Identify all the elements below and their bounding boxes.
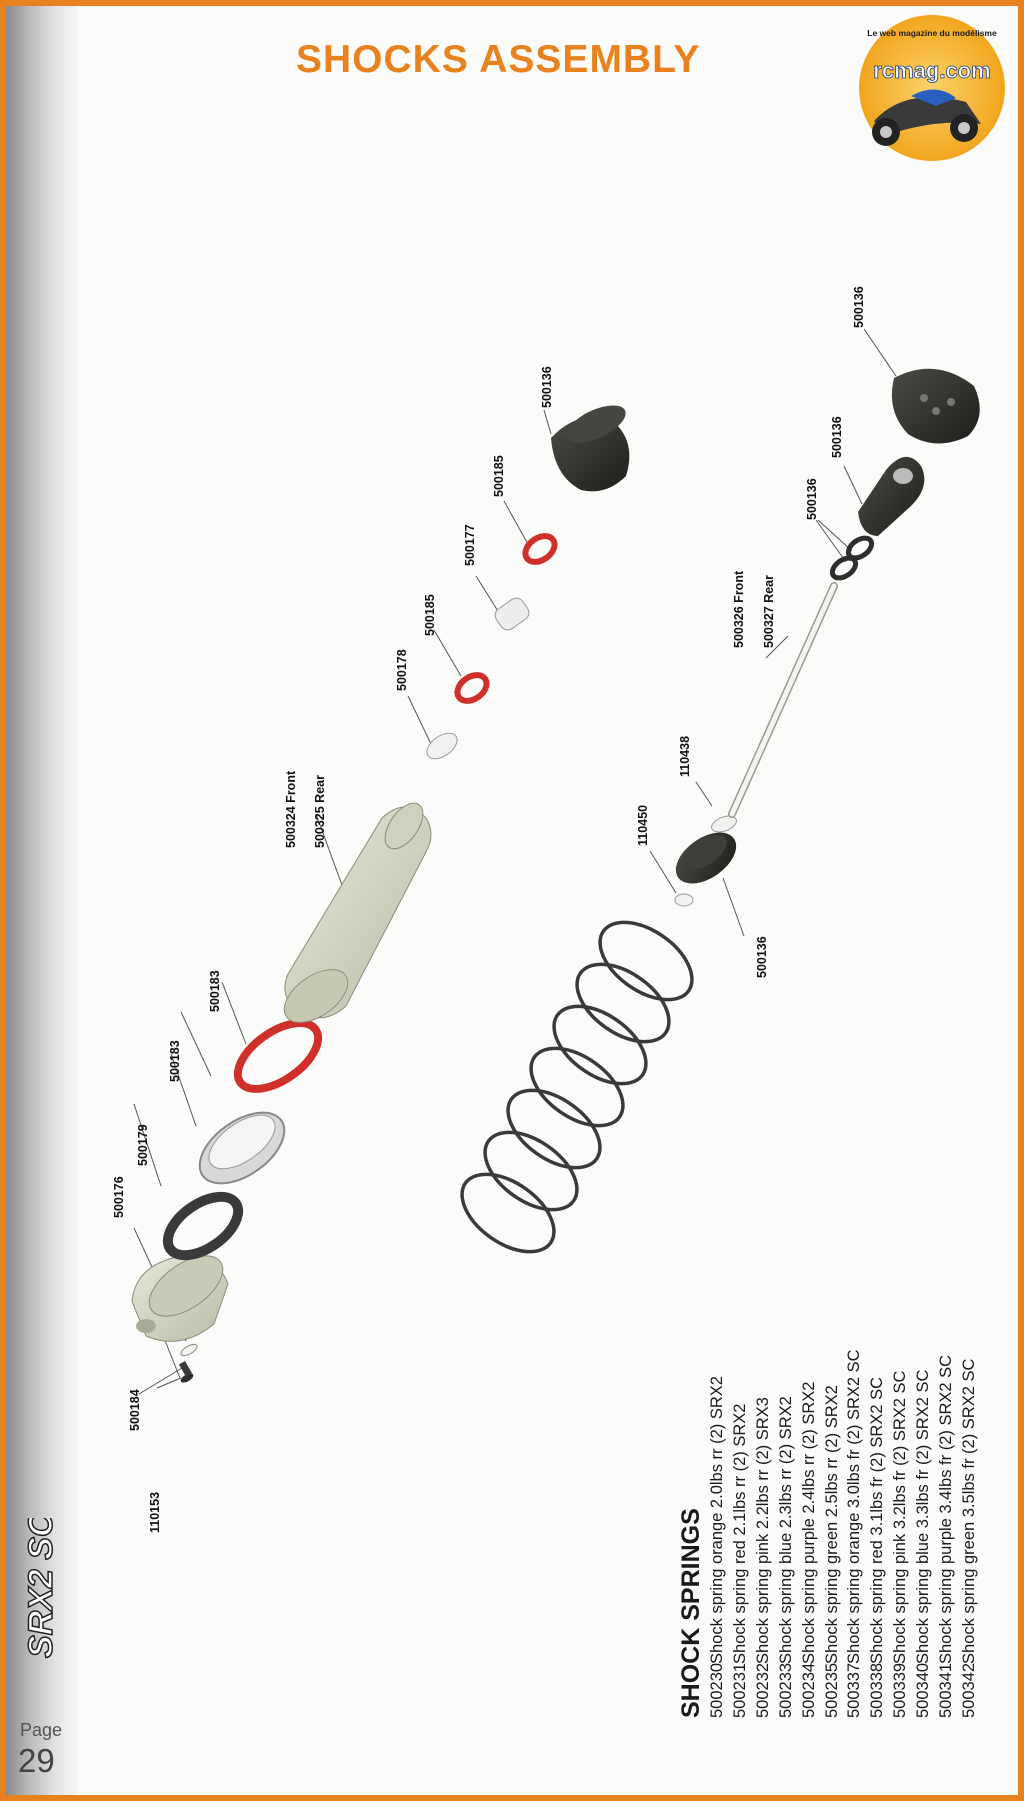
spring-description: Shock spring green 3.5lbs fr (2) SRX2 SC: [959, 1358, 978, 1664]
callout-500177: 500177: [463, 524, 477, 566]
spring-description: Shock spring green 2.5lbs rr (2) SRX2: [822, 1385, 841, 1664]
spring-description: Shock spring pink 2.2lbs rr (2) SRX3: [753, 1397, 772, 1664]
page-number: 29: [18, 1742, 55, 1779]
collar-500183: [198, 1111, 286, 1185]
spring-row: 500338Shock spring red 3.1lbs fr (2) SRX…: [866, 1349, 889, 1718]
spring-description: Shock spring red 2.1lbs rr (2) SRX2: [730, 1403, 749, 1664]
spring-description: Shock spring purple 3.4lbs fr (2) SRX2 S…: [937, 1354, 956, 1664]
spring-description: Shock spring orange 2.0lbs rr (2) SRX2: [708, 1376, 726, 1664]
spring-description: Shock spring blue 2.3lbs rr (2) SRX2: [776, 1396, 795, 1664]
shock-shaft-500326: [728, 582, 838, 818]
shock-body-500324: [283, 802, 432, 1023]
spring-row: 500342Shock spring green 3.5lbs fr (2) S…: [958, 1349, 981, 1718]
top-cap-500136: [551, 405, 630, 492]
washer-500136-a: [829, 555, 859, 581]
callout-110153: 110153: [148, 1492, 162, 1533]
callout-500136-washers: 500136: [805, 478, 819, 520]
exploded-diagram: rcmag.com Le web magazine du modélisme: [112, 15, 1005, 1533]
callout-110438: 110438: [678, 736, 692, 777]
washer-500178: [426, 732, 458, 760]
spring-part-number: 500339: [891, 1662, 910, 1718]
spring-row: 500231Shock spring red 2.1lbs rr (2) SRX…: [729, 1349, 752, 1718]
spring-row: 500233Shock spring blue 2.3lbs rr (2) SR…: [775, 1349, 798, 1718]
spring-row: 500235Shock spring green 2.5lbs rr (2) S…: [821, 1349, 844, 1718]
callout-500179: 500179: [136, 1124, 150, 1166]
callout-500185-a: 500185: [423, 594, 437, 636]
spring-part-number: 500342: [959, 1662, 978, 1718]
spring-description: Shock spring orange 3.0lbs fr (2) SRX2 S…: [845, 1349, 864, 1664]
oring-500179: [162, 1191, 244, 1261]
callout-500183-a: 500183: [168, 1040, 182, 1082]
spring-part-number: 500338: [868, 1662, 887, 1718]
rcmag-watermark: rcmag.com Le web magazine du modélisme: [859, 15, 1005, 161]
red-oring-500185-b: [522, 533, 558, 565]
shock-spring: [460, 920, 694, 1254]
spring-description: Shock spring red 3.1lbs fr (2) SRX2 SC: [868, 1376, 887, 1664]
washer-110438: [711, 815, 737, 833]
callout-500185-b: 500185: [492, 455, 506, 497]
callout-500325-rear: 500325 Rear: [313, 775, 327, 848]
page-gutter: [6, 6, 78, 1795]
spring-part-number: 500233: [776, 1662, 795, 1718]
callout-500176: 500176: [112, 1176, 126, 1218]
spring-row: 500232Shock spring pink 2.2lbs rr (2) SR…: [752, 1349, 775, 1718]
spring-description: Shock spring purple 2.4lbs rr (2) SRX2: [799, 1381, 818, 1664]
callout-500183-b: 500183: [208, 970, 222, 1012]
callout-500184: 500184: [128, 1389, 142, 1431]
rcmag-tagline: Le web magazine du modélisme: [867, 28, 997, 38]
spring-description: Shock spring blue 3.3lbs fr (2) SRX2 SC: [914, 1369, 933, 1664]
spring-row: 500341Shock spring purple 3.4lbs fr (2) …: [935, 1349, 958, 1718]
callout-500326-front: 500326 Front: [732, 570, 746, 648]
bushing-500177: [494, 597, 530, 631]
upper-cap-500136: [891, 368, 980, 444]
shock-springs-list: SHOCK SPRINGS 500230Shock spring orange …: [676, 1349, 981, 1718]
callout-500136-end: 500136: [830, 416, 844, 458]
spring-part-number: 500231: [730, 1662, 749, 1718]
red-oring-500185: [454, 672, 490, 704]
washer-110450: [674, 893, 694, 907]
callout-110450: 110450: [636, 805, 650, 846]
spring-part-number: 500232: [753, 1662, 772, 1718]
spring-row: 500234Shock spring purple 2.4lbs rr (2) …: [798, 1349, 821, 1718]
washer-500136-b: [845, 535, 875, 561]
srx2-sc-logo: SRX2 SC: [21, 1518, 61, 1659]
callout-500327-rear: 500327 Rear: [762, 575, 776, 648]
screw-110153: [178, 1360, 194, 1383]
callout-labels: 110153 500184 500176 500179 500183 50018…: [112, 286, 866, 1533]
spring-part-number: 500337: [845, 1662, 864, 1718]
spring-row: 500230Shock spring orange 2.0lbs rr (2) …: [706, 1349, 729, 1718]
springs-rows: 500230Shock spring orange 2.0lbs rr (2) …: [706, 1349, 981, 1718]
spring-part-number: 500234: [799, 1662, 818, 1718]
srx2-logo-text: SRX2 SC: [22, 1518, 60, 1658]
page-title: SHOCKS ASSEMBLY: [296, 38, 701, 81]
rcmag-domain: rcmag.com: [873, 58, 990, 83]
spring-part-number: 500340: [914, 1662, 933, 1718]
spring-part-number: 500341: [937, 1662, 956, 1718]
page-label: Page: [20, 1720, 63, 1740]
springs-heading: SHOCK SPRINGS: [677, 1508, 705, 1718]
piston-500136: [675, 832, 737, 884]
callout-500136-cap: 500136: [852, 286, 866, 328]
bottom-cap-500176: [131, 1255, 229, 1342]
callout-500136-top: 500136: [540, 366, 554, 408]
leader-lines: [133, 328, 897, 1395]
callout-500136-piston: 500136: [755, 936, 769, 978]
spring-part-number: 500230: [708, 1662, 726, 1718]
rod-end-500136: [858, 456, 925, 536]
spring-part-number: 500235: [822, 1662, 841, 1718]
red-oring-500183: [233, 1019, 323, 1093]
callout-500324-front: 500324 Front: [284, 770, 298, 848]
spring-row: 500339Shock spring pink 3.2lbs fr (2) SR…: [889, 1349, 912, 1718]
spring-description: Shock spring pink 3.2lbs fr (2) SRX2 SC: [891, 1370, 910, 1664]
washer-500184: [180, 1343, 198, 1357]
spring-row: 500340Shock spring blue 3.3lbs fr (2) SR…: [912, 1349, 935, 1718]
callout-500178: 500178: [395, 649, 409, 691]
spring-row: 500337Shock spring orange 3.0lbs fr (2) …: [843, 1349, 866, 1718]
